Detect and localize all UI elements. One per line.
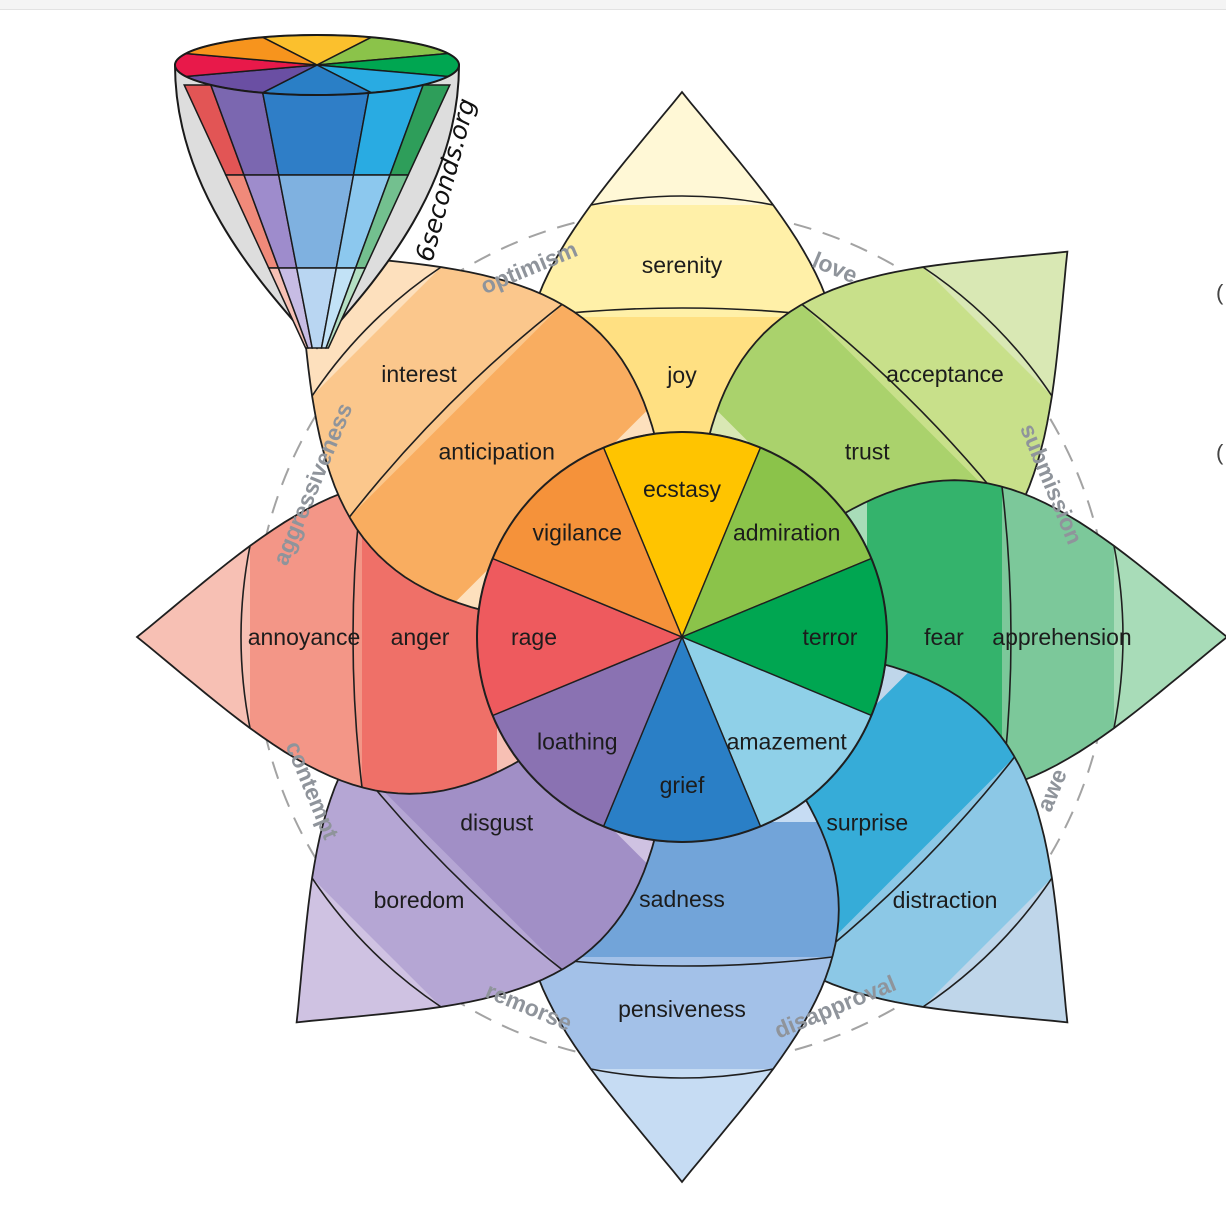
emotion-label-outer: serenity: [642, 252, 723, 278]
emotion-label-middle: joy: [666, 362, 697, 388]
petal-anticipation: [295, 250, 684, 639]
cone-facet: [325, 267, 367, 349]
emotion-label-outer: apprehension: [992, 624, 1131, 650]
petal-divider-outer: [1113, 545, 1124, 729]
edge-mark-bottom: (: [1216, 440, 1224, 465]
emotion-label-inner: loathing: [537, 729, 618, 755]
emotion-label-inner: grief: [660, 772, 705, 798]
emotion-label-inner: admiration: [733, 519, 840, 545]
emotion-label-inner: vigilance: [533, 519, 623, 545]
petal-divider-outer: [590, 1068, 774, 1079]
emotion-label-middle: surprise: [826, 809, 908, 835]
petal-divider-outer: [922, 266, 1053, 397]
emotion-label-middle: disgust: [460, 809, 533, 835]
emotion-label-inner: rage: [511, 624, 557, 650]
petal-divider-inner: [348, 303, 563, 518]
emotion-label-middle: sadness: [639, 886, 725, 912]
emotion-label-middle: anger: [391, 624, 450, 650]
emotion-label-outer: annoyance: [248, 624, 361, 650]
cone-facet: [260, 84, 372, 176]
emotion-label-outer: pensiveness: [618, 996, 746, 1022]
emotion-label-outer: interest: [381, 361, 457, 387]
emotion-label-outer: distraction: [893, 887, 998, 913]
petal-divider-outer: [311, 266, 442, 397]
edge-mark-top: (: [1216, 280, 1224, 305]
emotion-label-outer: acceptance: [886, 361, 1004, 387]
petals-layer: ecstasy joy serenity admiration trust accepta…: [135, 90, 1226, 1184]
three-d-cone: [173, 34, 461, 350]
top-border: [0, 0, 1226, 10]
petal-divider-outer: [590, 195, 774, 206]
emotion-label-inner: amazement: [727, 729, 848, 755]
emotion-label-inner: terror: [803, 624, 858, 650]
emotion-label-outer: boredom: [374, 887, 465, 913]
petal-divider-outer: [311, 877, 442, 1008]
petal-divider-outer: [240, 545, 251, 729]
emotion-label-middle: trust: [845, 439, 890, 465]
emotion-label-middle: anticipation: [439, 439, 555, 465]
emotion-label-inner: ecstasy: [643, 476, 721, 502]
core-circle: [476, 431, 888, 843]
petal-middle-band: [349, 304, 647, 602]
petal-divider-outer: [922, 877, 1053, 1008]
emotion-label-middle: fear: [924, 624, 964, 650]
cone-rim: [174, 34, 460, 96]
